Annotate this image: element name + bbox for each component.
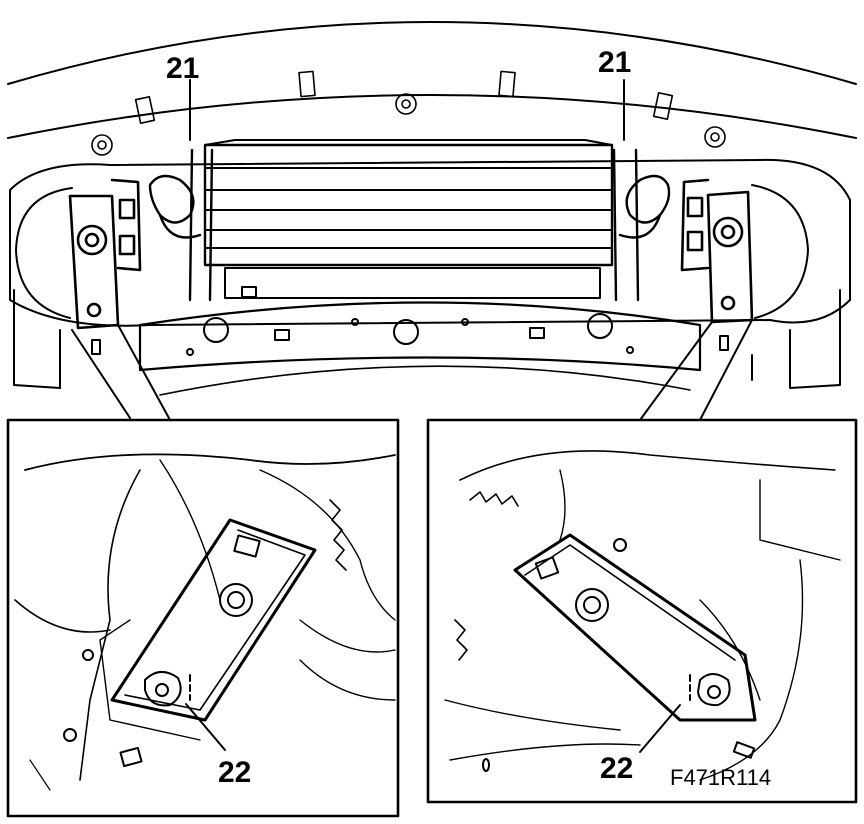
- cross-member: [138, 301, 702, 396]
- left-small-slot: [91, 339, 101, 355]
- body-contour: [9, 158, 851, 327]
- figure-code: F471R114: [670, 765, 771, 790]
- right-small-slot: [719, 335, 729, 351]
- left-wheel-arch: [15, 187, 73, 319]
- bumper-slots: [134, 70, 674, 124]
- left-zoom-connector: [71, 324, 171, 421]
- leader-22-right: [639, 704, 681, 753]
- left-hose: [148, 148, 214, 302]
- callout-21-right: 21: [598, 46, 631, 79]
- right-zoom-connector: [639, 319, 753, 421]
- callout-22-right: 22: [600, 752, 633, 785]
- bumper-inner-arc: [7, 94, 857, 139]
- right-bracket: [680, 178, 754, 324]
- bumper-outer-arc: [7, 21, 857, 85]
- left-side-panel: [13, 289, 61, 389]
- callout-21-left: 21: [166, 52, 199, 85]
- callout-22-left: 22: [218, 756, 251, 789]
- callouts: 21 21 22 22 F471R114: [166, 46, 771, 790]
- intercooler: [203, 139, 614, 299]
- right-side-panel: [789, 289, 841, 389]
- overview-view: [7, 21, 857, 396]
- detail-view-right: [426, 418, 858, 804]
- leader-22-left: [185, 703, 226, 751]
- right-wheel-arch: [751, 184, 809, 319]
- detail-view-left: [6, 418, 400, 818]
- left-bracket: [68, 178, 142, 330]
- ring-marks: [91, 93, 726, 156]
- right-hose: [612, 148, 671, 302]
